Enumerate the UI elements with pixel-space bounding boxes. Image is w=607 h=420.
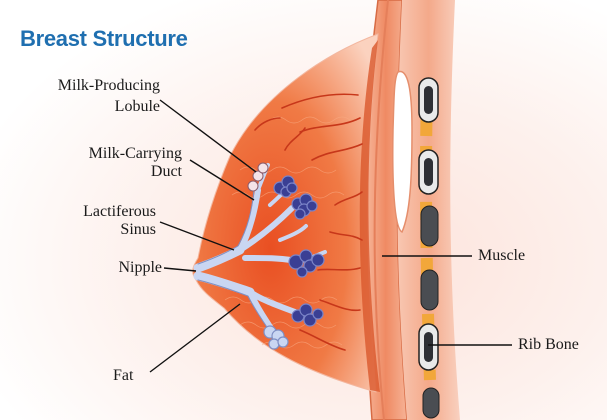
label-rib-bone: Rib Bone [518,336,579,354]
rib-bone-core [424,158,433,186]
label-muscle: Muscle [478,247,525,265]
rib-bone [421,270,438,310]
label-duct-line1: Milk-Carrying [30,145,182,163]
rib-bone-core [424,332,433,362]
label-nipple: Nipple [60,259,162,277]
leader-fat [150,304,240,372]
label-duct-line2: Duct [30,163,182,181]
label-sinus: Lactiferous Sinus [40,203,156,239]
label-fat: Fat [113,367,133,385]
label-sinus-line2: Sinus [40,221,156,239]
label-lobule: Milk-Producing Lobule [20,77,160,116]
page-title: Breast Structure [20,26,188,52]
rib-bone-core [424,86,433,114]
leader-nipple [164,268,196,271]
rib-bone [421,206,438,246]
rib-bone [423,388,439,418]
label-lobule-line2: Lobule [20,98,160,116]
label-duct: Milk-Carrying Duct [30,145,182,181]
label-sinus-line1: Lactiferous [40,203,156,221]
label-lobule-line1: Milk-Producing [20,77,160,95]
